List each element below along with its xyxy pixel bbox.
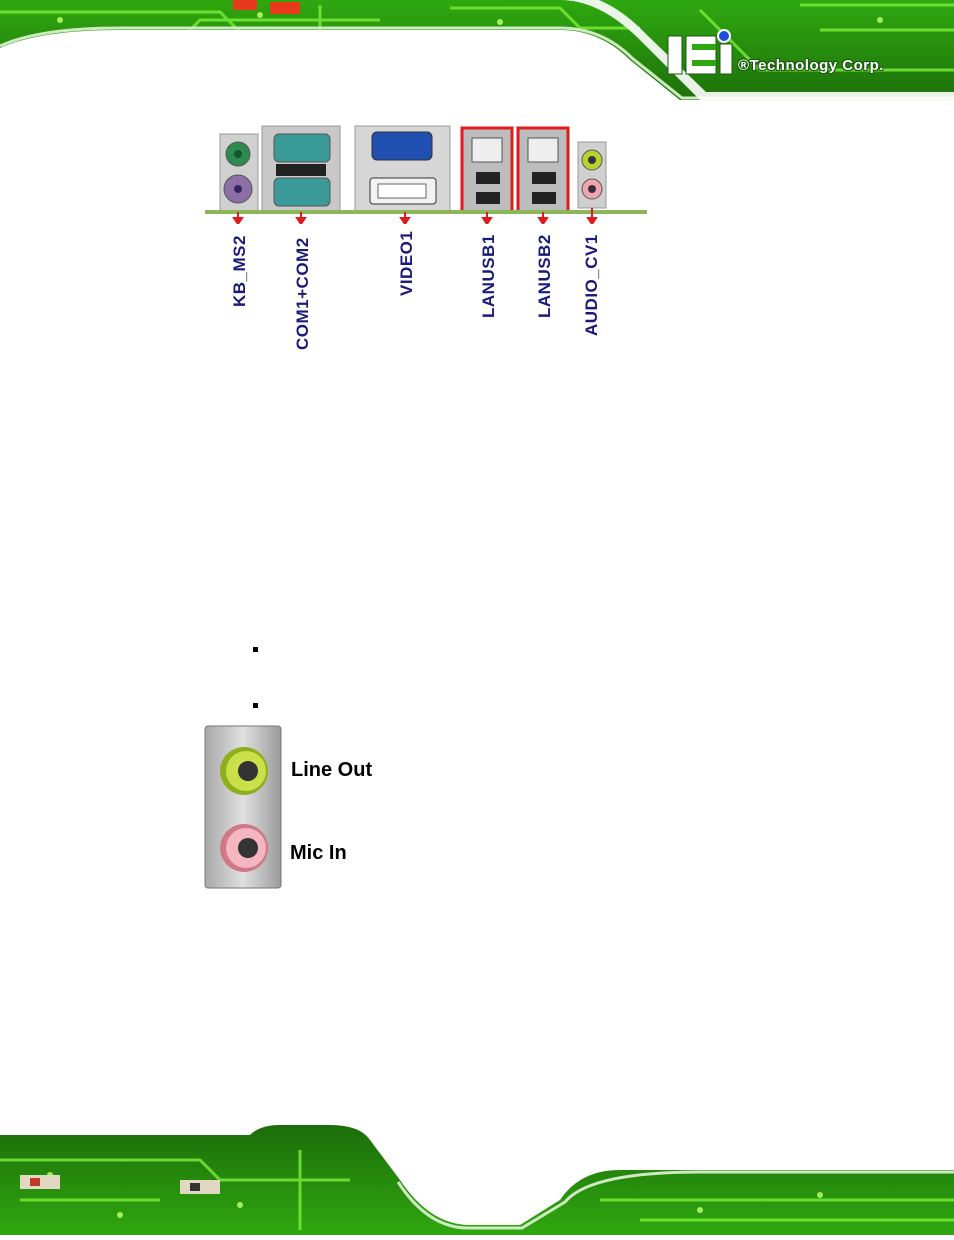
label-audio-cv1: AUDIO_CV1 (582, 234, 601, 336)
rear-panel-graphic (205, 125, 647, 226)
mic-in-jack-icon (220, 824, 268, 872)
company-name-text: ®Technology Corp. (738, 57, 884, 74)
pcb-footer-graphic (0, 1120, 954, 1235)
lanusb2-ports (516, 126, 570, 214)
label-kb-ms2: KB_MS2 (230, 235, 249, 307)
ps2-ports (219, 133, 259, 213)
bullet-marker (253, 703, 258, 708)
label-lanusb2: LANUSB2 (535, 234, 554, 318)
lanusb1-ports (460, 126, 514, 214)
page-footer-banner (0, 1120, 954, 1235)
com-ports (261, 125, 341, 213)
video-ports (354, 125, 451, 213)
pcb-header-graphic (0, 0, 954, 112)
line-out-jack-icon (220, 747, 268, 795)
audio-ports (577, 141, 607, 209)
audio-jack-figure (204, 725, 282, 889)
label-lanusb1: LANUSB1 (479, 234, 498, 318)
rear-panel-figure: KB_MS2 COM1+COM2 VIDEO1 LANUSB1 LANUSB2 … (200, 124, 650, 354)
label-video1: VIDEO1 (397, 230, 416, 296)
mic-in-label: Mic In (290, 842, 347, 864)
iei-logo-icon (667, 29, 733, 75)
audio-jack-graphic (204, 725, 282, 889)
page-header-banner: ®Technology Corp. (0, 0, 954, 112)
line-out-label: Line Out (291, 759, 373, 781)
bullet-marker (253, 647, 258, 652)
label-com1-com2: COM1+COM2 (293, 237, 312, 350)
